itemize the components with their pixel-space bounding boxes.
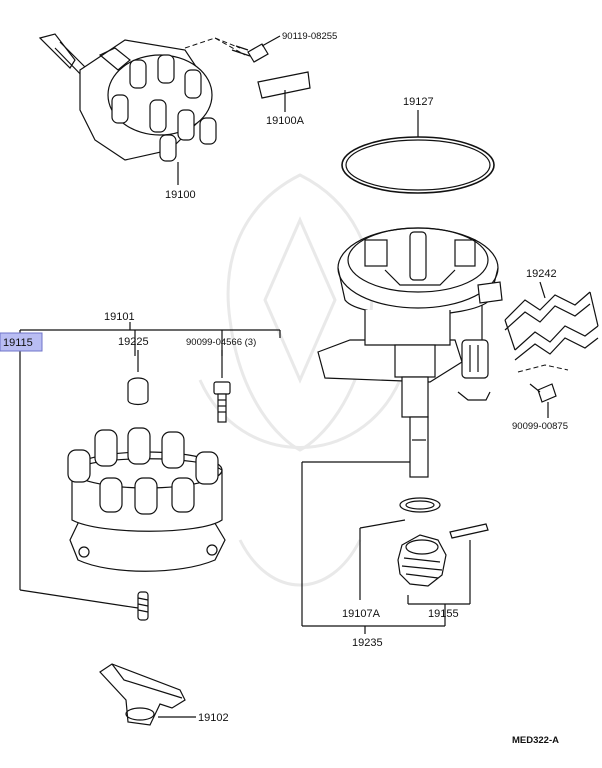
gear-19155-drawing: [397, 534, 447, 587]
o-ring-19127-drawing: [341, 136, 495, 194]
label-90099-00875: 90099-00875: [512, 421, 568, 432]
label-19115[interactable]: 19115: [3, 337, 33, 349]
screw-90099-04566-drawing: [213, 381, 231, 423]
label-plate-drawing: [257, 71, 311, 99]
o-ring-19107A-inner: [405, 500, 435, 510]
label-19225: 19225: [118, 336, 149, 348]
bracket-19235: [301, 461, 471, 634]
label-19155: 19155: [428, 608, 459, 620]
o-ring-19107A-drawing: [399, 497, 441, 513]
label-19235: 19235: [352, 637, 383, 649]
spring-19115-drawing: [137, 591, 149, 621]
label-19100A: 19100A: [266, 115, 305, 127]
clip-19242-drawing: [504, 291, 599, 361]
label-19107A: 19107A: [342, 608, 381, 620]
rotor-19102-drawing: [99, 663, 186, 726]
distributor-cap-drawing: [67, 427, 226, 572]
diagram-code: MED322-A: [512, 735, 559, 746]
label-19127: 19127: [403, 96, 434, 108]
leader-90119: [261, 35, 281, 47]
distributor-assembly-drawing: [38, 33, 246, 162]
bolt-90119-drawing: [231, 43, 269, 63]
label-90119-08255: 90119-08255: [282, 31, 337, 42]
label-19102: 19102: [198, 712, 229, 724]
label-19101: 19101: [104, 311, 135, 323]
highlight-19115[interactable]: [0, 332, 43, 352]
label-19100: 19100: [165, 189, 196, 201]
label-19242: 19242: [526, 268, 557, 280]
bolt-90099-00875-drawing: [517, 364, 569, 403]
leader-19242: [539, 281, 546, 299]
o-ring-inner: [345, 139, 491, 191]
pin-19155-drawing: [449, 523, 489, 539]
bracket-19101: [19, 322, 281, 609]
carbon-19225-drawing: [127, 377, 149, 406]
housing-drawing: [317, 227, 503, 478]
label-90099-04566: 90099-04566 (3): [186, 337, 256, 348]
